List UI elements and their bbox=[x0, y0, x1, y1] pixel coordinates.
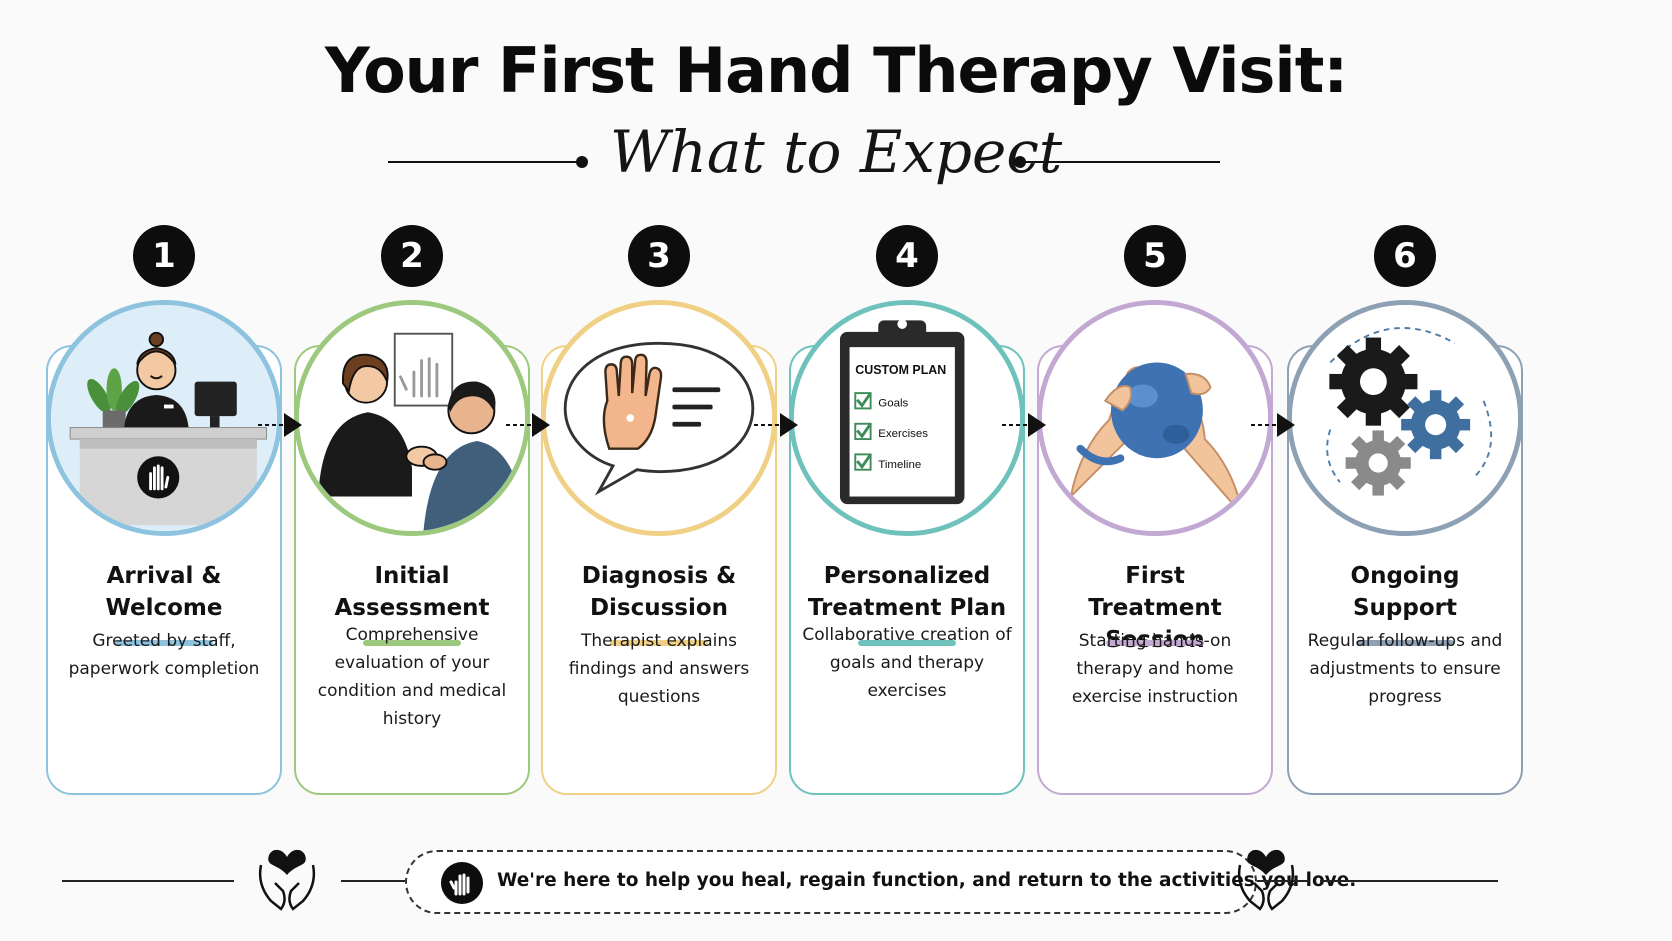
check-icon bbox=[854, 422, 872, 441]
subtitle-divider-left bbox=[388, 161, 580, 163]
step-description: Collaborative creation of goals and ther… bbox=[802, 625, 1012, 701]
arrow-connector-icon bbox=[1249, 410, 1299, 440]
step-description: Comprehensive evaluation of your conditi… bbox=[317, 625, 507, 729]
heart-hands-icon bbox=[1226, 845, 1306, 915]
arrow-connector-icon bbox=[752, 410, 802, 440]
heart-hands-icon bbox=[247, 845, 327, 915]
step-4: 4 CUSTOM PLAN Goals Exercises Timelin bbox=[789, 225, 1025, 795]
step-number-badge: 2 bbox=[381, 225, 443, 287]
step-number-badge: 5 bbox=[1124, 225, 1186, 287]
subtitle-divider-right bbox=[1020, 161, 1220, 163]
clipboard-heading: CUSTOM PLAN bbox=[855, 363, 946, 377]
step-underline bbox=[115, 640, 213, 646]
gear-icon bbox=[1401, 390, 1471, 460]
step-description: Therapist explains findings and answers … bbox=[568, 631, 750, 707]
step-description: Starting hands-on therapy and home exerc… bbox=[1071, 631, 1239, 707]
check-icon bbox=[854, 453, 872, 471]
hand-speech-bubble-illustration bbox=[541, 300, 777, 536]
step-underline bbox=[610, 640, 708, 646]
step-number-badge: 1 bbox=[133, 225, 195, 287]
footer-divider bbox=[341, 880, 405, 882]
step-underline bbox=[858, 640, 956, 646]
footer-message: We're here to help you heal, regain func… bbox=[497, 870, 1357, 891]
step-3: 3 Diagnosis &Discussion Therapist explai… bbox=[541, 225, 777, 795]
step-underline bbox=[363, 640, 461, 646]
clipboard-item: Timeline bbox=[878, 459, 921, 471]
footer-message-banner: We're here to help you heal, regain func… bbox=[405, 850, 1356, 914]
arrow-connector-icon bbox=[504, 410, 554, 440]
hands-ball-illustration bbox=[1037, 300, 1273, 536]
subtitle-row: What to Expect bbox=[0, 118, 1672, 208]
footer-divider bbox=[62, 880, 234, 882]
gears-illustration bbox=[1287, 300, 1523, 536]
step-number-badge: 6 bbox=[1374, 225, 1436, 287]
step-title: Diagnosis &Discussion bbox=[581, 563, 737, 621]
step-underline bbox=[1106, 640, 1204, 646]
gear-icon bbox=[1345, 430, 1411, 496]
step-1: 1 Arrival &Welcome Gree bbox=[46, 225, 282, 795]
hand-logo-icon bbox=[441, 862, 483, 904]
step-title: Arrival &Welcome bbox=[105, 563, 223, 621]
footer-divider bbox=[1257, 880, 1309, 882]
step-underline bbox=[1356, 640, 1454, 646]
page-title: Your First Hand Therapy Visit: bbox=[324, 34, 1348, 107]
gear-icon bbox=[1329, 337, 1418, 426]
clipboard-item: Exercises bbox=[878, 428, 928, 440]
assessment-illustration bbox=[294, 300, 530, 536]
footer-divider bbox=[1320, 880, 1498, 882]
step-description: Regular follow-ups and adjustments to en… bbox=[1307, 631, 1503, 707]
check-icon bbox=[854, 392, 872, 410]
subtitle-dot-left bbox=[576, 156, 588, 168]
clipboard-item: Goals bbox=[878, 398, 908, 410]
step-number-badge: 3 bbox=[628, 225, 690, 287]
step-number-badge: 4 bbox=[876, 225, 938, 287]
step-description: Greeted by staff, paperwork completion bbox=[68, 631, 260, 679]
arrow-connector-icon bbox=[1000, 410, 1050, 440]
clipboard-illustration: CUSTOM PLAN Goals Exercises Timeline bbox=[789, 300, 1025, 536]
front-desk-illustration bbox=[46, 300, 282, 536]
arrow-connector-icon bbox=[256, 410, 306, 440]
step-6: 6 bbox=[1287, 225, 1523, 795]
page-subtitle: What to Expect bbox=[609, 118, 1063, 186]
